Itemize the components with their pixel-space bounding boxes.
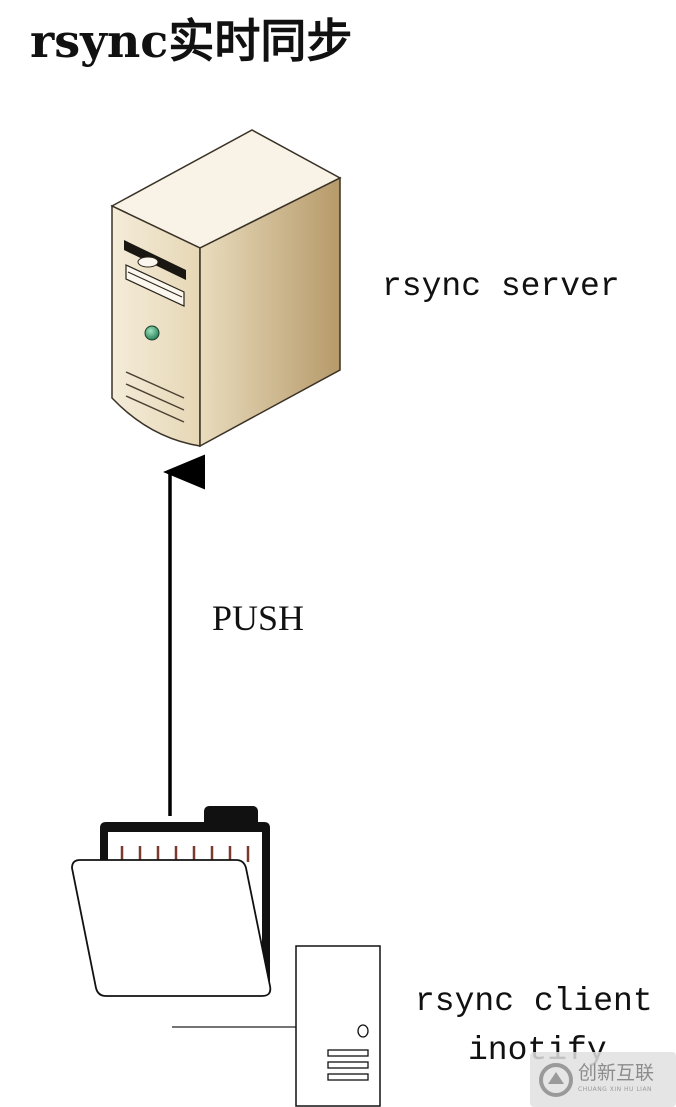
brand-logo-icon	[539, 1063, 573, 1097]
server-label: rsync server	[382, 268, 620, 305]
desktop-tower-icon	[295, 945, 381, 1107]
push-label: PUSH	[212, 598, 305, 638]
open-folder-icon	[71, 806, 272, 997]
client-label: rsync client	[415, 983, 653, 1020]
server-tower-icon	[110, 129, 342, 448]
watermark-text: 创新互联	[578, 1062, 655, 1084]
page-title: rsync实时同步	[30, 14, 353, 68]
watermark-subtext: CHUANG XIN HU LIAN	[578, 1086, 653, 1093]
watermark: 创新互联 CHUANG XIN HU LIAN	[530, 1052, 676, 1107]
